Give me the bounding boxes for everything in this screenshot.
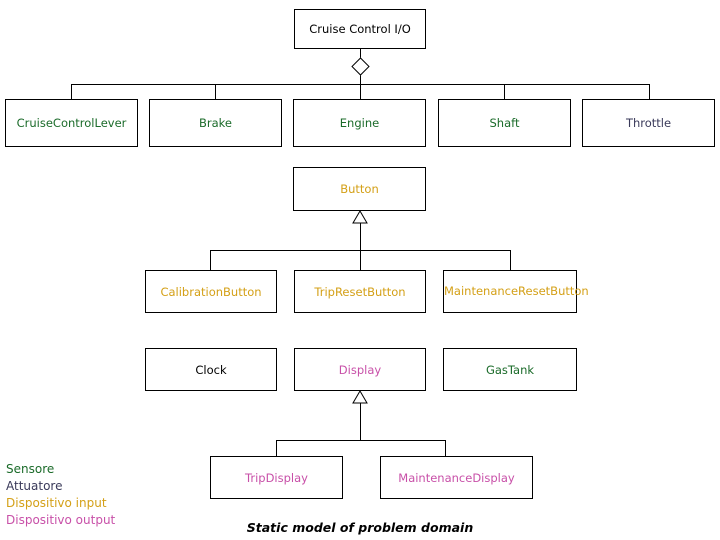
connector-root-stem-upper — [360, 49, 361, 61]
legend-label-dispositivo-output: Dispositivo output — [6, 513, 116, 527]
connector-drop-brake — [215, 84, 216, 99]
connector-drop-calibrationbutton — [210, 250, 211, 270]
class-name-clock: Clock — [195, 362, 227, 377]
class-box-display[interactable]: Display — [294, 348, 426, 391]
legend-item-dispositivo-input: Dispositivo input — [6, 495, 115, 512]
connector-drop-tripresetbutton — [360, 250, 361, 270]
class-name-engine: Engine — [339, 116, 380, 130]
connector-drop-cruisecontrollever — [71, 84, 72, 99]
class-name-maintenanceresetbutton: MaintenanceResetButton — [444, 284, 589, 298]
class-name-throttle: Throttle — [625, 116, 672, 130]
class-box-button[interactable]: Button — [293, 167, 426, 211]
diagram-caption-text: Static model of problem domain — [246, 520, 474, 535]
generalization-triangle-display — [352, 391, 368, 404]
connector-button-stem — [360, 223, 361, 250]
connector-drop-engine — [360, 84, 361, 99]
class-box-cruise-control-io[interactable]: Cruise Control I/O — [294, 9, 426, 49]
connector-bus-display-subclasses — [276, 440, 446, 441]
legend-label-sensore: Sensore — [6, 462, 55, 476]
class-name-gastank: GasTank — [485, 362, 535, 377]
class-name-calibrationbutton: CalibrationButton — [160, 284, 262, 299]
aggregation-diamond — [351, 57, 370, 76]
class-box-engine[interactable]: Engine — [293, 99, 426, 147]
connector-display-stem — [360, 403, 361, 440]
class-box-throttle[interactable]: Throttle — [582, 99, 715, 147]
legend-label-attuatore: Attuatore — [6, 479, 63, 493]
class-name-display: Display — [338, 362, 382, 377]
class-box-cruisecontrollever[interactable]: CruiseControlLever — [5, 99, 138, 147]
legend-item-sensore: Sensore — [6, 461, 115, 478]
class-box-maintenanceresetbutton[interactable]: MaintenanceResetButton — [443, 270, 589, 313]
class-box-clock[interactable]: Clock — [145, 348, 277, 391]
class-box-tripresetbutton[interactable]: TripResetButton — [294, 270, 426, 313]
diagram-caption: Static model of problem domain — [0, 520, 720, 535]
connector-drop-throttle — [649, 84, 650, 99]
legend-label-dispositivo-input: Dispositivo input — [6, 496, 107, 510]
connector-drop-maintenancedisplay — [445, 440, 446, 456]
class-name-tripresetbutton: TripResetButton — [314, 284, 406, 299]
connector-root-stem-lower — [360, 73, 361, 85]
class-name-brake: Brake — [199, 116, 232, 130]
class-box-shaft[interactable]: Shaft — [438, 99, 571, 147]
connector-drop-tripdisplay — [276, 440, 277, 456]
class-name-cruise-control-io: Cruise Control I/O — [309, 22, 411, 36]
class-name-tripdisplay: TripDisplay — [245, 470, 308, 485]
class-box-gastank[interactable]: GasTank — [443, 348, 577, 391]
class-box-brake[interactable]: Brake — [149, 99, 282, 147]
class-box-calibrationbutton[interactable]: CalibrationButton — [145, 270, 277, 313]
connector-drop-shaft — [504, 84, 505, 99]
class-name-shaft: Shaft — [489, 116, 520, 130]
class-name-button: Button — [340, 182, 379, 196]
connector-drop-maintenanceresetbutton — [510, 250, 511, 270]
legend-item-dispositivo-output: Dispositivo output — [6, 512, 115, 529]
legend-item-attuatore: Attuatore — [6, 478, 115, 495]
class-name-maintenancedisplay: MaintenanceDisplay — [398, 470, 515, 485]
class-box-maintenancedisplay[interactable]: MaintenanceDisplay — [380, 456, 533, 499]
legend: Sensore Attuatore Dispositivo input Disp… — [6, 461, 115, 529]
generalization-triangle-button — [352, 211, 368, 224]
class-name-cruisecontrollever: CruiseControlLever — [16, 116, 127, 130]
class-box-tripdisplay[interactable]: TripDisplay — [210, 456, 343, 499]
